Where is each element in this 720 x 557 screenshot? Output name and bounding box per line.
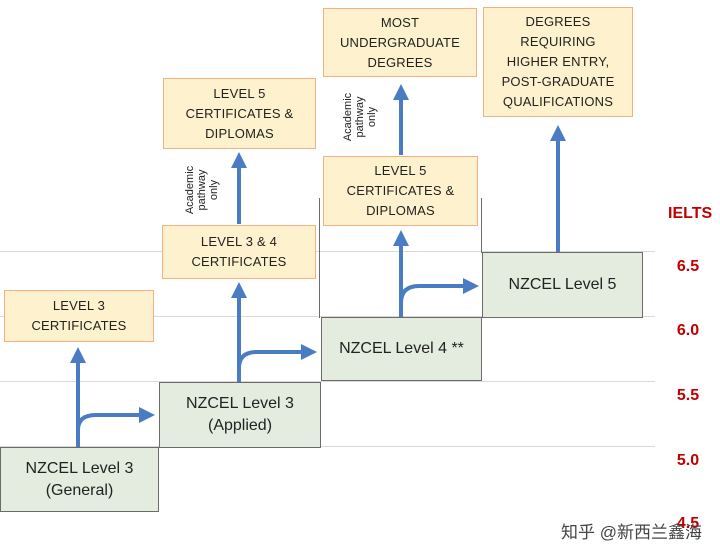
box-undergraduate: MOST UNDERGRADUATE DEGREES <box>323 8 477 77</box>
arrow-general-right <box>76 407 155 431</box>
pathway-note-right: Academic pathway only <box>342 92 378 142</box>
grid-line-50 <box>0 446 655 447</box>
step-nzcel-level4: NZCEL Level 4 ** <box>321 317 482 381</box>
arrow-level4-right <box>399 278 479 304</box>
ielts-level: 5.5 <box>676 387 700 404</box>
grid-line-60 <box>0 316 655 317</box>
ielts-level: 5.0 <box>676 452 700 469</box>
ielts-level: 6.5 <box>676 258 700 275</box>
grid-line-55 <box>0 381 655 382</box>
ielts-level: 6.0 <box>676 322 700 339</box>
watermark: 知乎 @新西兰鑫海 <box>561 523 702 542</box>
step-separator-right <box>481 198 482 253</box>
box-level5-diplomas-left: LEVEL 5 CERTIFICATES & DIPLOMAS <box>163 78 316 149</box>
step-nzcel-level5: NZCEL Level 5 <box>482 252 643 318</box>
step-nzcel-applied: NZCEL Level 3 (Applied) <box>159 382 321 448</box>
box-postgraduate: DEGREES REQUIRING HIGHER ENTRY, POST-GRA… <box>483 7 633 117</box>
ielts-level: 4.5 <box>676 515 700 532</box>
step-separator-left <box>319 198 320 318</box>
box-level5-diplomas-right: LEVEL 5 CERTIFICATES & DIPLOMAS <box>323 156 478 226</box>
box-level3-certificates: LEVEL 3 CERTIFICATES <box>4 290 154 342</box>
pathway-note-left: Academic pathway only <box>184 165 220 215</box>
box-level34-certificates: LEVEL 3 & 4 CERTIFICATES <box>162 225 316 279</box>
arrow-applied-right <box>237 344 317 369</box>
step-nzcel-general: NZCEL Level 3 (General) <box>0 447 159 512</box>
grid-line-65 <box>0 251 655 252</box>
ielts-title: IELTS <box>668 205 713 222</box>
